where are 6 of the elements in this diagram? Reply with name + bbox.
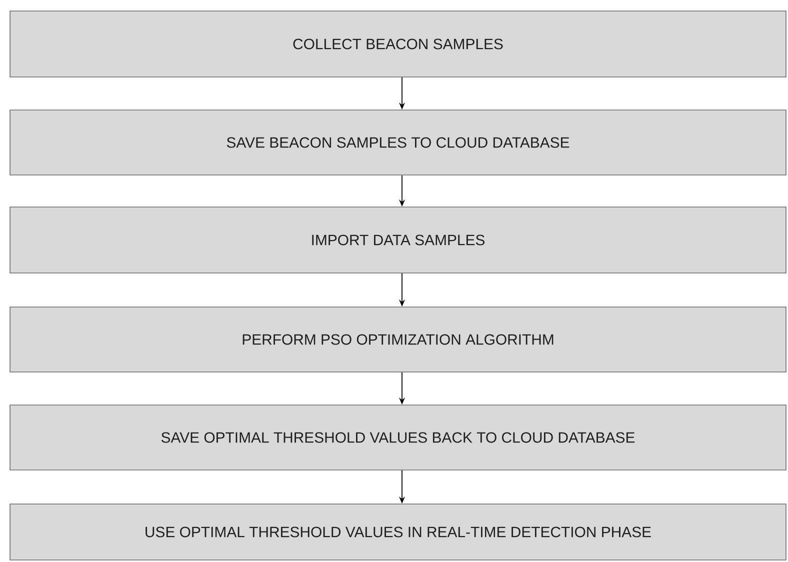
process-box: SAVE OPTIMAL THRESHOLD VALUES BACK TO CLOUD DATABASE bbox=[10, 404, 786, 470]
process-box: COLLECT BEACON SAMPLES bbox=[10, 10, 786, 78]
process-box: SAVE BEACON SAMPLES TO CLOUD DATABASE bbox=[10, 110, 786, 176]
process-box: PERFORM PSO OPTIMIZATION ALGORITHM bbox=[10, 306, 786, 372]
process-box: USE OPTIMAL THRESHOLD VALUES IN REAL-TIME DETECTION PHASE bbox=[10, 504, 786, 560]
process-box: IMPORT DATA SAMPLES bbox=[10, 206, 786, 274]
